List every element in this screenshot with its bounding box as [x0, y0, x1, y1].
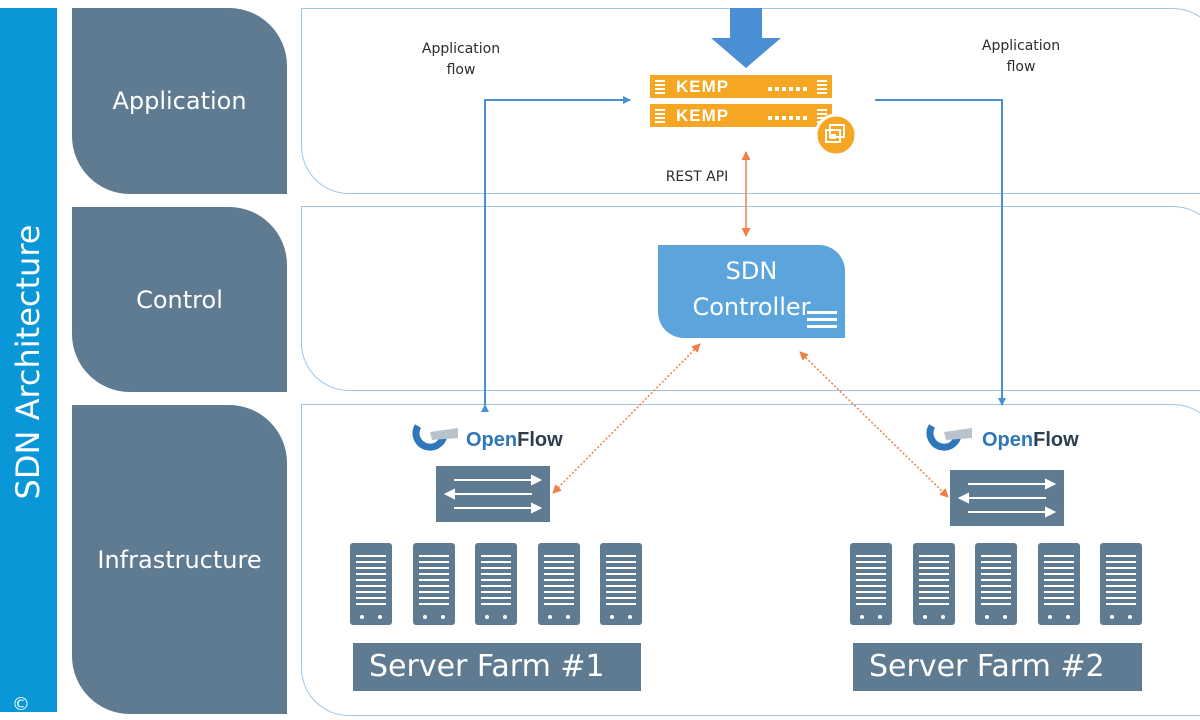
- server-icon: [537, 543, 580, 625]
- down-arrow-icon: [711, 8, 781, 68]
- server-icon: [912, 543, 955, 625]
- server-icon: [350, 543, 392, 625]
- server-icon: [412, 543, 455, 625]
- layer-tab-label: Control: [136, 285, 223, 314]
- application-flow-label-right: Application flow: [981, 38, 1061, 75]
- server-icon: [600, 543, 642, 625]
- openflow-link-right: [799, 351, 949, 498]
- virtual-machine-icon: [814, 113, 858, 157]
- network-switch-icon: [950, 470, 1064, 526]
- controller-title-line2: Controller: [692, 293, 811, 321]
- openflow-logo-icon: [926, 424, 972, 451]
- application-flow-label-left: Application flow: [421, 41, 501, 78]
- controller-bars-icon: [807, 307, 837, 328]
- server-icon: [1100, 543, 1142, 625]
- kemp-logo: KEMP: [676, 106, 730, 125]
- layer-tab-control: Control: [72, 207, 287, 392]
- sidebar: SDN Architecture ©: [0, 8, 57, 715]
- server-farm-2-label: Server Farm #2: [853, 643, 1142, 691]
- openflow-label-right: OpenFlow: [982, 429, 1079, 451]
- layer-tab-label: Infrastructure: [97, 545, 262, 574]
- application-flow-right: [875, 99, 1006, 406]
- server-icon: [850, 543, 892, 625]
- openflow-logo-icon: [412, 424, 458, 451]
- copyright-icon: ©: [12, 694, 30, 715]
- application-flow-left: [481, 96, 631, 412]
- controller-title-line1: SDN: [725, 257, 778, 285]
- server-farm-1-label: Server Farm #1: [353, 643, 641, 691]
- server-icon: [1037, 543, 1080, 625]
- openflow-link-left: [552, 343, 701, 494]
- kemp-logo: KEMP: [676, 77, 730, 96]
- layer-tab-infrastructure: Infrastructure: [72, 405, 287, 714]
- load-balancer-unit: KEMP: [648, 102, 834, 129]
- sdn-controller: SDN Controller: [658, 245, 845, 338]
- openflow-label-left: OpenFlow: [466, 429, 563, 451]
- network-switch-icon: [436, 466, 550, 522]
- layer-tab-application: Application: [72, 8, 287, 194]
- server-icon: [975, 543, 1017, 625]
- server-icon: [475, 543, 517, 625]
- rest-api-label: REST API: [665, 169, 729, 185]
- layer-tab-label: Application: [112, 87, 247, 115]
- load-balancer-unit: KEMP: [648, 73, 834, 100]
